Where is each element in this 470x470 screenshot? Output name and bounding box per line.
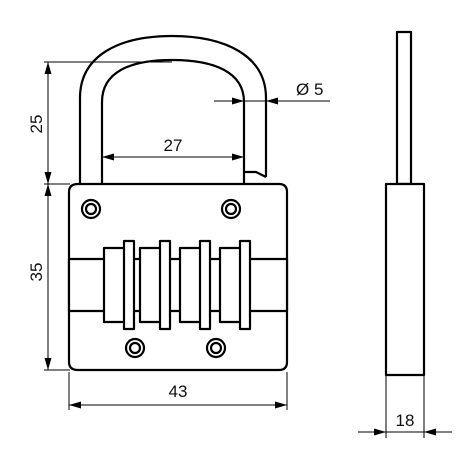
- rivet-bottom-right-inner: [209, 341, 223, 355]
- side-view: [384, 30, 426, 377]
- rivet-top-right: [220, 198, 242, 220]
- shackle-height-label: 25: [27, 115, 46, 134]
- side-shackle: [395, 30, 413, 186]
- dial-axle: [67, 257, 289, 313]
- body-width-label: 43: [169, 382, 188, 401]
- shackle-diameter-label: Ø 5: [296, 80, 323, 99]
- rivet-bottom-left-inner: [128, 341, 142, 355]
- dimension-body-height: 35: [27, 184, 70, 371]
- side-body: [384, 182, 426, 377]
- rivet-bottom-right: [205, 337, 227, 359]
- dial-1: [102, 239, 136, 331]
- shackle-outer-outline: [78, 34, 268, 185]
- dimension-shackle-diameter: Ø 5: [214, 80, 330, 105]
- shackle-inner-width-label: 27: [164, 136, 183, 155]
- rivet-top-right-inner: [224, 202, 238, 216]
- dial-2: [138, 239, 172, 331]
- shackle-inner-outline: [100, 58, 246, 185]
- thickness-label: 18: [396, 411, 415, 430]
- shackle: [78, 34, 268, 185]
- rivet-top-left-inner: [84, 202, 98, 216]
- body-height-label: 35: [27, 263, 46, 282]
- dimension-body-width: 43: [68, 372, 288, 410]
- rivet-bottom-left: [124, 337, 146, 359]
- dimension-thickness: 18: [358, 376, 452, 438]
- combination-dials: [67, 239, 289, 331]
- dial-4: [218, 239, 252, 331]
- dimension-shackle-inner-width: 27: [102, 136, 244, 161]
- dimension-shackle-height: 25: [27, 61, 172, 185]
- dial-3: [178, 239, 212, 331]
- rivet-top-left: [80, 198, 102, 220]
- shackle-notch: [244, 170, 267, 178]
